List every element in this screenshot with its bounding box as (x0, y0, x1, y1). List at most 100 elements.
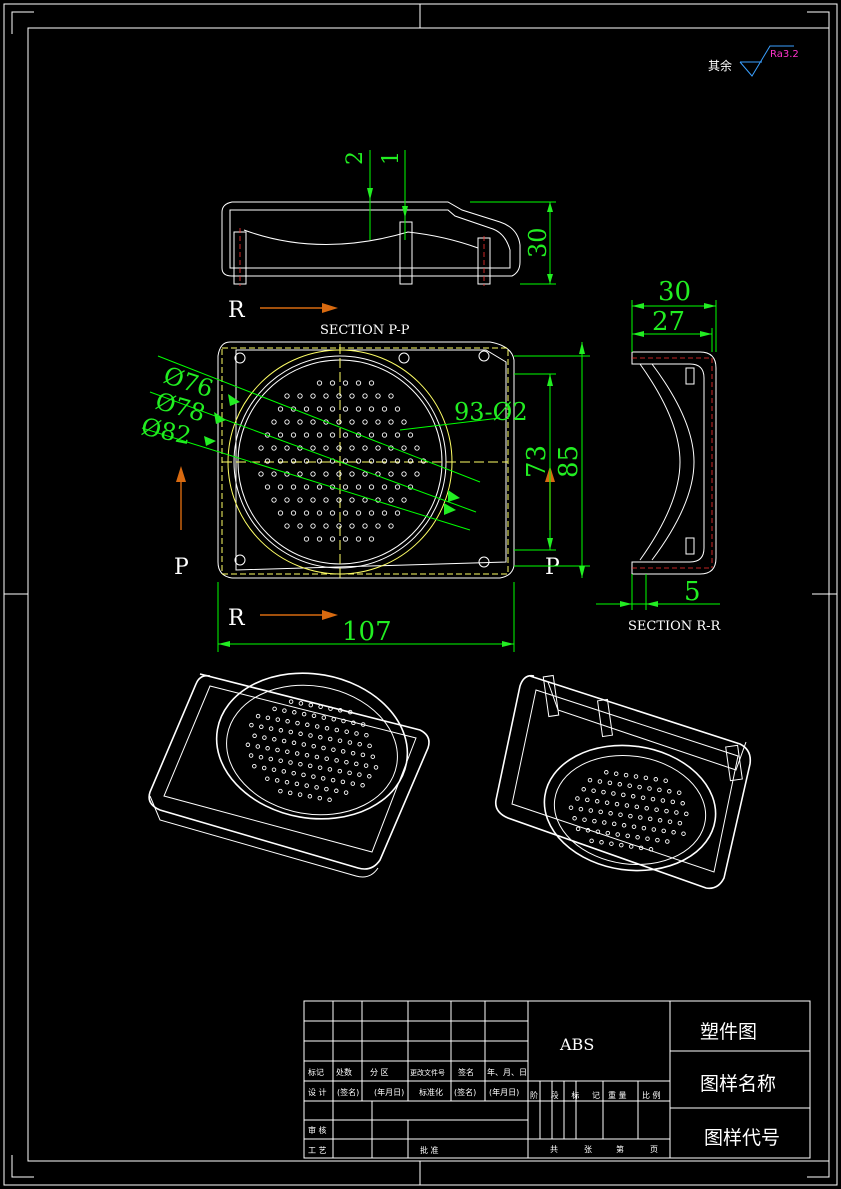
vent-hole (609, 841, 614, 846)
vent-hole (401, 471, 407, 477)
vent-hole (321, 745, 326, 751)
vent-hole (667, 789, 672, 794)
vent-hole (310, 497, 316, 503)
tb-sheet-unit2: 页 (650, 1145, 658, 1154)
vent-hole (336, 393, 342, 399)
vent-hole (665, 839, 670, 844)
vent-hole (343, 790, 349, 795)
vent-hole (336, 419, 342, 425)
side-dim-30: 30 (658, 277, 691, 307)
vent-hole (316, 406, 323, 412)
vent-hole (349, 445, 355, 451)
tb-row-label-3: 分 区 (370, 1068, 389, 1077)
vent-hole (585, 797, 590, 803)
vent-hole (245, 742, 251, 748)
vent-hole (568, 805, 574, 810)
vent-hole (671, 830, 676, 835)
vent-hole (677, 820, 683, 826)
front-view: 2 1 30 (221, 150, 556, 286)
vent-hole (344, 759, 349, 765)
vent-hole (355, 458, 362, 464)
vent-hole (388, 471, 394, 477)
tb-row-label-4: 更改文件号 (410, 1068, 445, 1077)
vent-hole (298, 701, 304, 706)
vent-hole (607, 780, 613, 786)
vent-hole (303, 484, 310, 490)
vent-hole (657, 818, 663, 823)
tb-row-label-6: 年、月、日 (487, 1067, 527, 1077)
vent-hole (262, 735, 267, 740)
vent-hole (329, 510, 336, 516)
vent-hole (284, 445, 290, 451)
vent-hole (314, 724, 320, 729)
vent-hole (647, 786, 652, 791)
vent-hole (355, 510, 362, 516)
vent-hole (324, 786, 329, 792)
vent-hole (368, 458, 375, 464)
vent-hole (363, 763, 369, 768)
vent-hole (619, 842, 624, 848)
vent-hole (624, 803, 630, 808)
vent-hole (264, 484, 271, 490)
vent-hole (401, 497, 407, 503)
roughness-symbol: 其余 Ra3.2 (708, 45, 799, 77)
vent-hole (349, 523, 355, 529)
vent-hole (350, 781, 356, 786)
vent-hole (308, 702, 314, 708)
vent-hole (368, 380, 375, 386)
vent-hole (324, 756, 329, 761)
vent-hole (284, 779, 290, 785)
vent-hole (357, 772, 362, 777)
vent-hole (598, 809, 603, 815)
vent-hole (647, 816, 653, 822)
vent-hole (653, 777, 659, 782)
vent-hole (588, 808, 594, 813)
vent-hole (336, 471, 342, 477)
vent-hole (311, 713, 317, 719)
vent-hole (375, 393, 381, 399)
vent-hole (344, 729, 349, 734)
tb-sheet-no: 第 (616, 1144, 624, 1154)
vent-hole (381, 406, 388, 412)
vent-hole (337, 768, 343, 774)
vent-hole (284, 523, 290, 529)
vent-hole (275, 717, 281, 722)
vent-hole (394, 458, 401, 464)
front-dim-1: 1 (379, 151, 404, 165)
vent-hole (367, 774, 372, 779)
vent-hole (354, 761, 359, 767)
vent-hole (316, 510, 323, 516)
vent-hole (634, 804, 640, 810)
cut-letter-r-top: R (228, 298, 246, 323)
vent-hole (317, 765, 323, 770)
vent-hole (362, 445, 368, 451)
vent-hole (284, 497, 290, 503)
vent-hole (294, 751, 300, 756)
vent-hole (297, 523, 303, 529)
vent-hole (261, 765, 267, 771)
vent-holes (258, 380, 427, 542)
vent-hole (311, 774, 316, 779)
vent-hole (342, 406, 349, 412)
vent-hole (316, 458, 323, 464)
vent-hole (271, 419, 277, 425)
vent-hole (298, 761, 303, 767)
vent-hole (323, 393, 329, 399)
vent-hole (368, 510, 375, 516)
vent-hole (265, 776, 270, 781)
vent-hole (594, 799, 600, 804)
vent-hole (608, 811, 613, 816)
vent-hole (265, 746, 270, 751)
vent-hole (355, 484, 362, 490)
vent-hole (310, 393, 316, 399)
vent-hole (360, 722, 366, 727)
vent-hole (316, 380, 323, 386)
vent-hole (381, 432, 388, 438)
dim-hole-pattern: 93-Ø2 (454, 398, 528, 426)
vent-hole (327, 736, 333, 742)
vent-hole (621, 792, 626, 798)
vent-hole (307, 763, 313, 769)
vent-hole (651, 827, 657, 832)
vent-hole (388, 393, 394, 399)
